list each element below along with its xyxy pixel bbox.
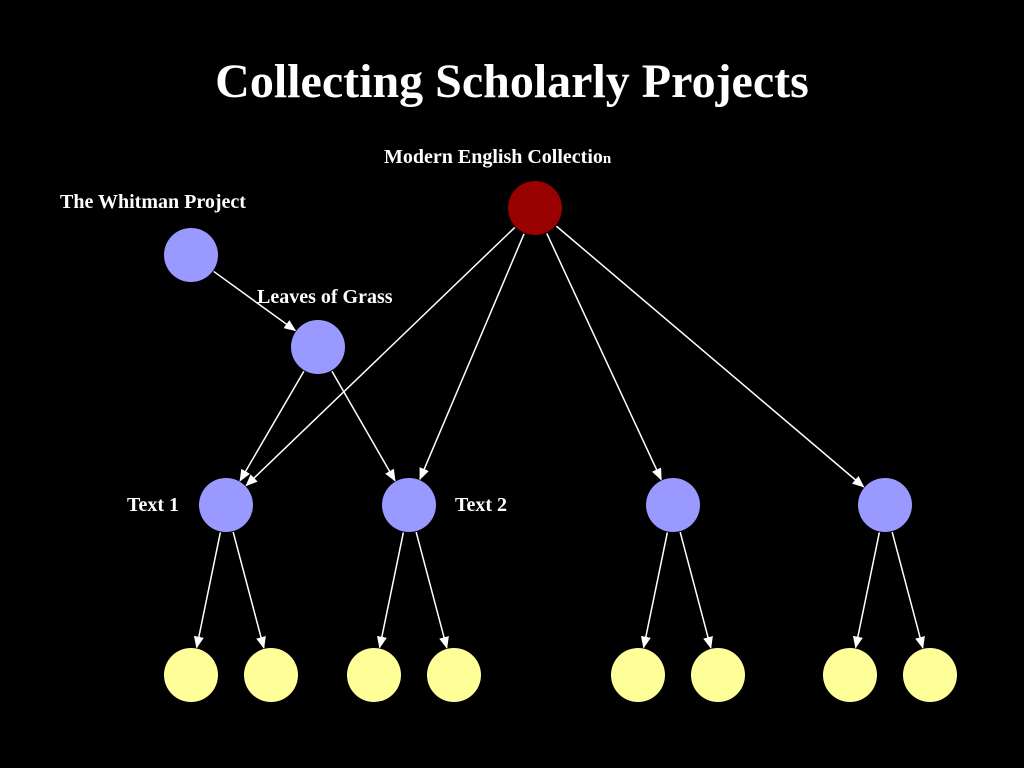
nodes-layer [164,181,957,702]
node-text2 [382,478,436,532]
edges-layer [193,225,925,649]
edge-collection-to-text3 [546,233,662,481]
edge-collection-to-text1 [245,226,516,487]
node-leaf2 [244,648,298,702]
edge-text4-to-leaf7 [852,532,881,649]
node-leaf4 [427,648,481,702]
node-leaf6 [691,648,745,702]
edge-collection-to-text2 [419,233,525,481]
whitman-project-label: The Whitman Project [60,191,246,213]
collection-label-main: Modern English Collectio [384,146,603,168]
edge-text3-to-leaf6 [679,531,713,649]
leaves-of-grass-label: Leaves of Grass [257,286,393,308]
node-leaf8 [903,648,957,702]
edge-text3-to-leaf5 [640,532,669,649]
node-text3 [646,478,700,532]
node-whitman [164,228,218,282]
edge-collection-to-text4 [555,225,865,488]
edge-text2-to-leaf4 [415,531,449,649]
node-collection [508,181,562,235]
edge-text2-to-leaf3 [376,532,405,649]
edge-leaves-to-text2 [331,370,396,482]
text1-label: Text 1 [127,494,180,516]
node-leaf3 [347,648,401,702]
node-leaf1 [164,648,218,702]
node-leaf5 [611,648,665,702]
text2-label: Text 2 [455,494,508,516]
node-leaf7 [823,648,877,702]
edge-text1-to-leaf2 [232,531,266,649]
node-text4 [858,478,912,532]
node-text1 [199,478,253,532]
slide-title: Collecting Scholarly Projects [215,55,809,108]
collection-label: Modern English Collection [384,145,611,171]
edge-whitman-to-leaves [213,270,297,332]
edge-text4-to-leaf8 [891,531,925,649]
node-leaves [291,320,345,374]
edge-text1-to-leaf1 [193,532,222,649]
collection-label-tail: n [602,151,612,167]
edge-leaves-to-text1 [239,370,305,482]
